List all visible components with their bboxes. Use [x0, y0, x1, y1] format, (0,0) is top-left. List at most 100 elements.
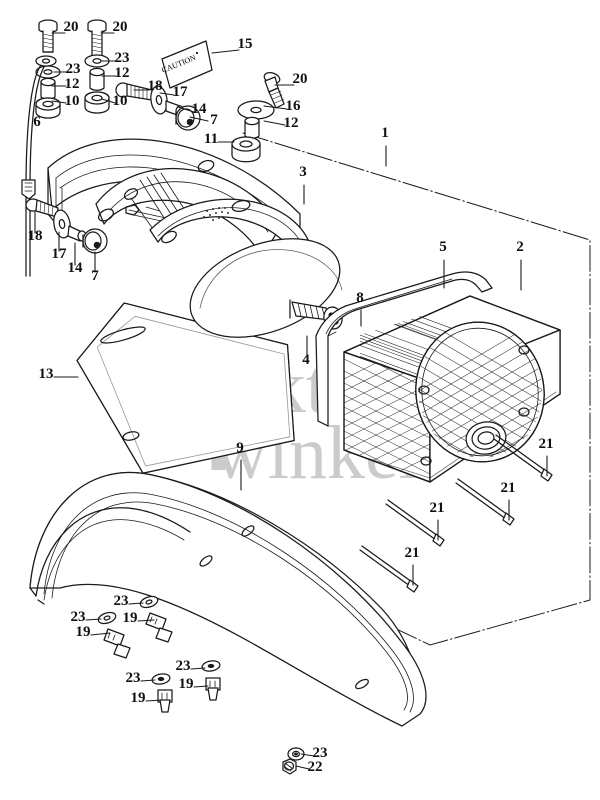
bottom-fasteners [282, 747, 305, 775]
callout-number: 19 [131, 690, 146, 706]
callout-number: 19 [76, 624, 91, 640]
tail-light-lens-assembly [343, 295, 561, 483]
callout-number: 13 [39, 366, 54, 382]
callout-19: 19 [131, 690, 163, 706]
callout-leader [263, 120, 286, 126]
callout-15: 15 [211, 36, 253, 54]
callout-number: 3 [299, 164, 307, 180]
callout-6: 6 [33, 114, 41, 130]
callout-number: 12 [65, 76, 80, 92]
rubber-damper [35, 97, 61, 119]
callout-number: 21 [501, 480, 516, 496]
callout-13: 13 [39, 366, 79, 382]
callout-7: 7 [189, 112, 218, 128]
callout-leader [90, 632, 111, 636]
callout-23: 23 [300, 745, 328, 761]
callout-23: 23 [71, 609, 102, 625]
callout-23: 23 [176, 658, 206, 674]
callout-9: 9 [236, 440, 244, 491]
callout-21: 21 [430, 500, 445, 541]
hex-bolt [38, 19, 58, 53]
callout-number: 4 [302, 352, 310, 368]
callout-20: 20 [51, 19, 79, 35]
spring-washer [151, 673, 171, 685]
rear-fender [29, 471, 427, 727]
callout-number: 21 [539, 436, 554, 452]
spring-washer [287, 747, 305, 761]
callout-number: 21 [405, 545, 420, 561]
plain-washer-large [53, 209, 71, 239]
collar-spacer [244, 116, 260, 139]
hardware-stack-left [21, 19, 61, 277]
callout-leader [190, 667, 206, 670]
callout-leader [159, 92, 175, 96]
callout-22: 22 [295, 759, 323, 775]
callout-5: 5 [439, 239, 447, 289]
hardware-cluster-lower [25, 198, 108, 254]
collar-spacer [89, 67, 105, 91]
long-screw [359, 545, 419, 593]
callout-8: 8 [356, 290, 364, 327]
callout-number: 22 [308, 759, 323, 775]
callout-4: 4 [302, 335, 310, 368]
callout-leader [128, 602, 144, 605]
rubber-bushing [231, 136, 261, 163]
callout-number: 7 [91, 268, 99, 284]
hex-bolt [263, 72, 285, 109]
callout-leader [211, 49, 240, 54]
callout-number: 21 [430, 500, 445, 516]
callout-leader [263, 105, 288, 110]
spring-washer [139, 595, 159, 609]
callout-number: 23 [114, 593, 129, 609]
callout-number: 20 [113, 19, 128, 35]
plain-washer [237, 100, 275, 120]
callout-21: 21 [405, 545, 420, 586]
callout-number: 20 [64, 19, 79, 35]
hex-bolt-short [25, 198, 59, 218]
callout-number: 12 [115, 65, 130, 81]
pan-head-screw [157, 689, 173, 713]
callout-leader [137, 619, 155, 622]
callout-12: 12 [263, 115, 299, 131]
callout-18: 18 [28, 211, 43, 244]
callout-number: 7 [210, 112, 218, 128]
callout-17: 17 [52, 231, 68, 262]
callout-14: 14 [177, 101, 208, 117]
callout-number: 14 [192, 101, 208, 117]
collar-spacer [40, 77, 56, 100]
callout-12: 12 [51, 76, 80, 92]
callout-1: 1 [381, 125, 389, 167]
callout-number: 23 [66, 61, 81, 77]
callout-number: 18 [148, 78, 163, 94]
callout-number: 6 [33, 114, 41, 130]
callout-20: 20 [100, 19, 128, 35]
callout-number: 19 [123, 610, 138, 626]
callout-14: 14 [68, 242, 83, 276]
callout-number: 20 [293, 71, 308, 87]
tail-light-gasket [315, 271, 493, 427]
rubber-grommet [82, 228, 108, 254]
callout-23: 23 [126, 670, 156, 686]
callout-number: 10 [113, 93, 128, 109]
hex-bolt [87, 19, 107, 57]
callout-number: 17 [52, 246, 68, 262]
callout-number: 18 [28, 228, 43, 244]
callout-23: 23 [114, 593, 144, 609]
callout-number: 10 [65, 93, 80, 109]
callout-leader [101, 98, 116, 104]
callout-number: 1 [381, 125, 389, 141]
spring-washer [201, 660, 221, 672]
spring-washer [97, 611, 117, 625]
callout-21: 21 [501, 480, 516, 521]
callout-19: 19 [76, 624, 111, 640]
callout-leader [295, 765, 310, 770]
callout-leader [145, 699, 163, 702]
pan-head-screw [205, 677, 221, 701]
rubber-damper [84, 91, 110, 114]
hardware-stack-center [84, 19, 110, 114]
callout-10: 10 [51, 93, 80, 109]
callout-leader [51, 100, 67, 104]
callout-21: 21 [539, 436, 554, 477]
callout-leader [193, 685, 209, 688]
